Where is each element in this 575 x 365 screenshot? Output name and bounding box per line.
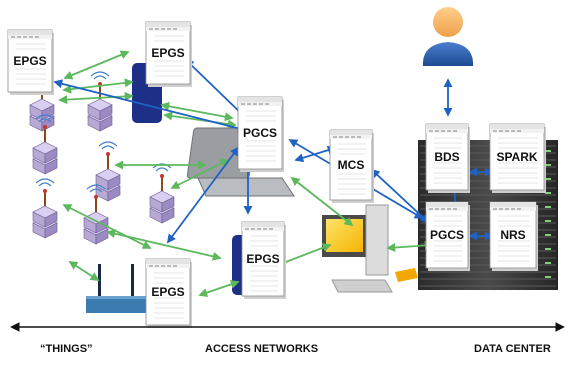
link-arrow — [106, 229, 222, 261]
link-arrow — [63, 50, 130, 80]
link-arrow — [198, 280, 240, 297]
node-nrs: NRS — [489, 201, 538, 271]
node-label: MCS — [338, 158, 365, 172]
node-label: EPGS — [246, 252, 279, 266]
node-label: SPARK — [496, 150, 537, 164]
link-arrow — [68, 261, 100, 281]
node-mcs: MCS — [329, 129, 374, 203]
link-arrow — [62, 204, 152, 249]
sensor-node-icon — [87, 71, 113, 132]
link-arrow — [294, 145, 337, 163]
node-bds: BDS — [425, 123, 470, 193]
link-arrow — [386, 241, 434, 252]
node-epgs-3: EPGS — [241, 221, 286, 299]
node-label: PGCS — [430, 228, 464, 242]
link-arrow — [166, 146, 240, 244]
sensor-node-icon — [32, 178, 58, 239]
user-avatar-icon — [423, 7, 473, 66]
sensor-node-icon — [149, 163, 175, 224]
link-arrow — [53, 79, 247, 133]
node-label: EPGS — [151, 46, 184, 60]
desktop-computer-icon — [322, 204, 418, 293]
wifi-router-icon — [86, 264, 148, 313]
label-access-networks: ACCESS NETWORKS — [205, 343, 319, 355]
node-epgs-1: EPGS — [7, 29, 54, 95]
node-label: EPGS — [13, 54, 46, 68]
label-data-center: DATA CENTER — [474, 343, 551, 355]
node-label: PGCS — [243, 126, 277, 140]
label-things: “THINGS” — [40, 343, 93, 355]
node-epgs-2: EPGS — [145, 21, 192, 87]
link-arrow — [184, 58, 248, 120]
sensor-node-icon — [95, 141, 121, 202]
link-arrow — [370, 168, 430, 224]
node-pgcs-1: PGCS — [237, 96, 284, 172]
node-pgcs-2: PGCS — [425, 201, 470, 271]
node-label: BDS — [434, 150, 459, 164]
node-label: EPGS — [151, 285, 184, 299]
node-label: NRS — [500, 228, 525, 242]
sensor-node-icon — [32, 114, 58, 175]
link-arrow — [276, 243, 332, 267]
node-spark: SPARK — [489, 123, 546, 193]
node-epgs-4: EPGS — [145, 258, 192, 328]
